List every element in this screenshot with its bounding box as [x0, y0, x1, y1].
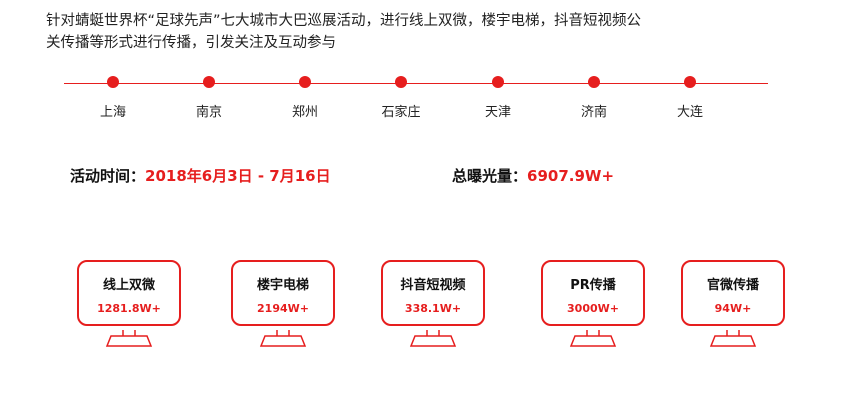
timeline-dot — [107, 76, 119, 88]
timeline-stop-zhengzhou: 郑州 — [270, 76, 340, 120]
city-label: 大连 — [676, 105, 703, 120]
monitor-screen: 楼宇电梯 2194W+ — [231, 260, 335, 326]
total-exposure-label: 总曝光量： — [452, 167, 528, 185]
total-exposure: 总曝光量：6907.9W+ — [452, 165, 614, 186]
activity-time-value: 2018年6月3日 - 7月16日 — [145, 167, 331, 185]
channel-title: 楼宇电梯 — [256, 278, 309, 293]
activity-time: 活动时间：2018年6月3日 - 7月16日 — [70, 165, 331, 186]
channel-card-elevator: 楼宇电梯 2194W+ — [231, 260, 339, 350]
channel-title: 线上双微 — [102, 278, 155, 293]
channel-value: 94W+ — [714, 302, 752, 315]
channel-title: 官微传播 — [706, 278, 759, 293]
channel-value: 338.1W+ — [404, 302, 462, 315]
monitor-screen: 线上双微 1281.8W+ — [77, 260, 181, 326]
city-label: 南京 — [195, 105, 222, 120]
timeline-dot — [492, 76, 504, 88]
timeline-dot — [203, 76, 215, 88]
channel-value: 1281.8W+ — [97, 302, 161, 315]
timeline-dot — [395, 76, 407, 88]
timeline-stop-tianjin: 天津 — [463, 76, 533, 120]
timeline-dot — [299, 76, 311, 88]
monitor-screen: 抖音短视频 338.1W+ — [381, 260, 485, 326]
city-label: 天津 — [484, 105, 511, 120]
channel-card-pr: PR传播 3000W+ — [541, 260, 649, 350]
city-label: 上海 — [99, 105, 126, 120]
channel-title: 抖音短视频 — [400, 278, 466, 293]
city-label: 济南 — [580, 105, 607, 120]
monitor-screen: PR传播 3000W+ — [541, 260, 645, 326]
channel-card-online-weibo-wechat: 线上双微 1281.8W+ — [77, 260, 185, 350]
channel-card-official-weibo: 官微传播 94W+ — [681, 260, 789, 350]
monitor-stand-icon — [569, 330, 617, 347]
total-exposure-value: 6907.9W+ — [527, 167, 615, 185]
intro-text: 针对蜻蜓世界杯“足球先声”七大城市大巴巡展活动，进行线上双微，楼宇电梯，抖音短视… — [46, 10, 786, 54]
channel-card-douyin: 抖音短视频 338.1W+ — [381, 260, 489, 350]
monitor-stand-icon — [105, 330, 153, 347]
city-label: 石家庄 — [381, 105, 421, 120]
timeline-dot — [684, 76, 696, 88]
monitor-stand-icon — [259, 330, 307, 347]
timeline-stop-jinan: 济南 — [559, 76, 629, 120]
city-label: 郑州 — [291, 105, 318, 120]
activity-time-label: 活动时间： — [70, 167, 146, 185]
channel-value: 2194W+ — [257, 302, 309, 315]
timeline-stop-shanghai: 上海 — [78, 76, 148, 120]
channel-title: PR传播 — [570, 278, 616, 293]
timeline-line — [64, 83, 768, 84]
timeline-stop-nanjing: 南京 — [174, 76, 244, 120]
timeline-stop-dalian: 大连 — [655, 76, 725, 120]
timeline-dot — [588, 76, 600, 88]
monitor-stand-icon — [709, 330, 757, 347]
intro-line-1: 针对蜻蜓世界杯“足球先声”七大城市大巴巡展活动，进行线上双微，楼宇电梯，抖音短视… — [46, 13, 642, 29]
intro-line-2: 关传播等形式进行传播，引发关注及互动参与 — [46, 35, 336, 51]
channel-value: 3000W+ — [567, 302, 619, 315]
timeline-stop-shijiazhuang: 石家庄 — [366, 76, 436, 120]
monitor-screen: 官微传播 94W+ — [681, 260, 785, 326]
monitor-stand-icon — [409, 330, 457, 347]
